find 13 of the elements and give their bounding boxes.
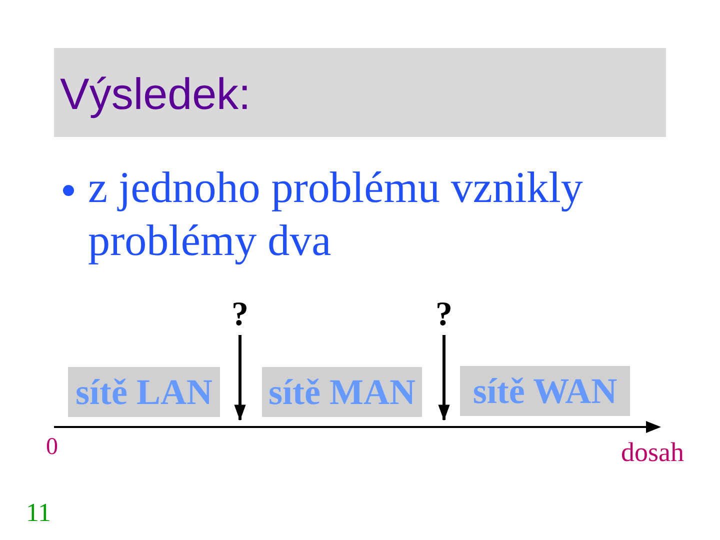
axis-arrow <box>54 421 661 433</box>
network-box: sítě MAN <box>262 367 422 417</box>
bullet-text: z jednoho problému vznikly problémy dva <box>88 162 584 267</box>
title: Výsledek: <box>60 73 251 117</box>
arrow <box>234 335 246 421</box>
page-number: 11 <box>26 500 52 526</box>
network-box: sítě WAN <box>460 366 630 416</box>
axis-origin-label: 0 <box>46 435 58 459</box>
network-box: sítě LAN <box>68 367 220 417</box>
axis-label: dosah <box>621 439 684 466</box>
question-mark: ? <box>232 298 248 332</box>
arrow <box>438 335 450 421</box>
question-mark: ? <box>436 298 452 332</box>
